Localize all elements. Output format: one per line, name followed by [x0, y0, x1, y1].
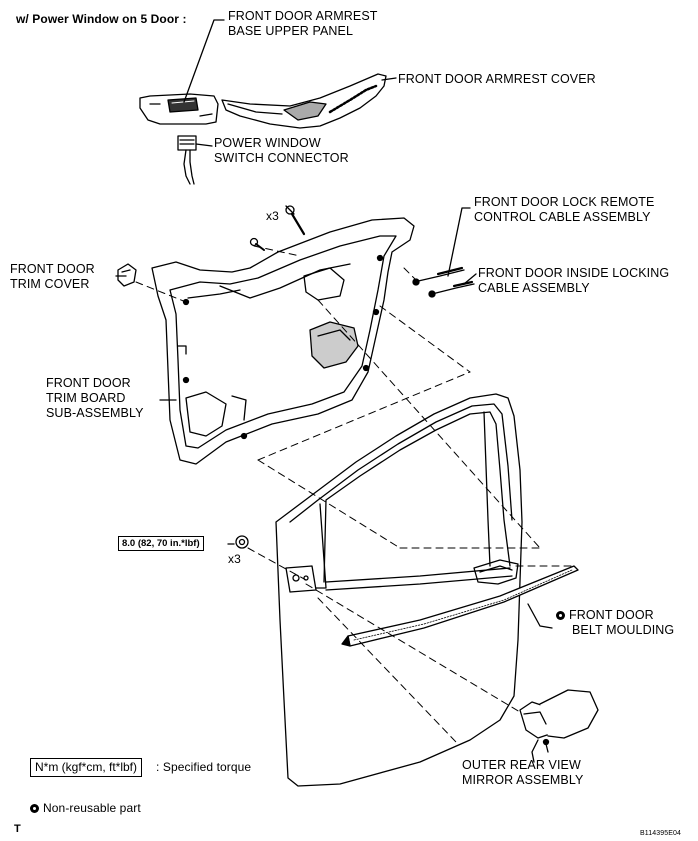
legend-non-reusable: Non-reusable part [30, 801, 141, 816]
door-part [275, 393, 523, 787]
belt-moulding-part [341, 565, 579, 647]
label-line: OUTER REAR VIEW [462, 758, 581, 772]
label-line: FRONT DOOR INSIDE LOCKING [478, 266, 670, 280]
screw-part [285, 205, 306, 236]
label-belt-moulding: FRONT DOOR BELT MOULDING [556, 608, 674, 638]
nut-quantity: x3 [228, 552, 241, 566]
label-line: TRIM BOARD [46, 391, 126, 405]
alignment-lines [135, 245, 575, 743]
outer-mirror-part [519, 689, 599, 753]
nut-part [235, 535, 249, 549]
label-line: FRONT DOOR LOCK REMOTE [474, 195, 655, 209]
legend-non-reusable-text: Non-reusable part [43, 801, 141, 815]
armrest-base-upper-panel-part [139, 93, 219, 125]
label-line: CABLE ASSEMBLY [478, 281, 590, 295]
label-line: TRIM COVER [10, 277, 90, 291]
label-line: MIRROR ASSEMBLY [462, 773, 584, 787]
label-line: FRONT DOOR [556, 608, 674, 623]
label-power-window-switch-connector: POWER WINDOW SWITCH CONNECTOR [214, 136, 349, 166]
torque-spec: 8.0 (82, 70 in.*lbf) [118, 536, 204, 551]
label-line: SUB-ASSEMBLY [46, 406, 144, 420]
label-line: BELT MOULDING [572, 623, 675, 637]
label-trim-board: FRONT DOOR TRIM BOARD SUB-ASSEMBLY [46, 376, 144, 421]
label-line: CONTROL CABLE ASSEMBLY [474, 210, 651, 224]
leader-lines [115, 19, 553, 763]
label-lock-remote-control-cable: FRONT DOOR LOCK REMOTE CONTROL CABLE ASS… [474, 195, 654, 225]
footer-mark: T [14, 823, 21, 835]
non-reusable-icon [30, 804, 39, 813]
label-text: FRONT DOOR [569, 608, 654, 622]
label-armrest-cover: FRONT DOOR ARMREST COVER [398, 72, 596, 86]
label-line: POWER WINDOW [214, 136, 321, 150]
legend-torque-desc: : Specified torque [156, 760, 252, 774]
trim-board-part [151, 217, 415, 465]
screw-part-2 [249, 237, 265, 251]
non-reusable-icon [556, 611, 565, 620]
trim-cover-part [117, 263, 137, 287]
label-outer-mirror: OUTER REAR VIEW MIRROR ASSEMBLY [462, 758, 583, 788]
switch-connector-part [177, 135, 197, 185]
label-inside-locking-cable: FRONT DOOR INSIDE LOCKING CABLE ASSEMBLY [478, 266, 669, 296]
label-line: SWITCH CONNECTOR [214, 151, 349, 165]
screw-quantity: x3 [266, 209, 279, 223]
cables-part [412, 266, 475, 298]
label-trim-cover: FRONT DOOR TRIM COVER [10, 262, 95, 292]
label-line: FRONT DOOR ARMREST [228, 9, 378, 23]
label-line: FRONT DOOR [46, 376, 131, 390]
label-line: BASE UPPER PANEL [228, 24, 354, 38]
armrest-cover-part [221, 73, 387, 129]
label-line: FRONT DOOR [10, 262, 95, 276]
figure-code: B114395E04 [640, 830, 681, 837]
label-armrest-base-upper-panel: FRONT DOOR ARMREST BASE UPPER PANEL [228, 9, 378, 39]
page-title: w/ Power Window on 5 Door : [16, 12, 187, 26]
legend-torque-unit: N*m (kgf*cm, ft*lbf) [30, 758, 143, 777]
